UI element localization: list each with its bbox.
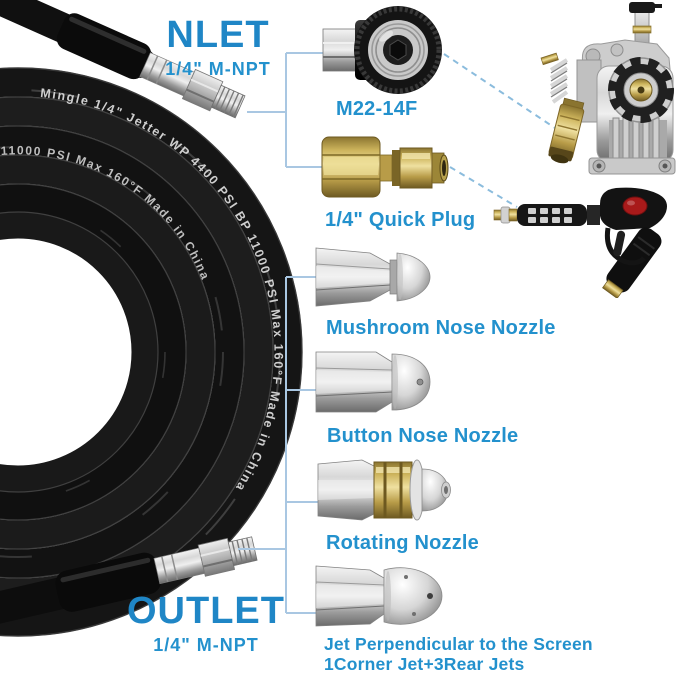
mushroom-nozzle-image bbox=[315, 247, 431, 307]
hose-inlet-end bbox=[0, 0, 246, 119]
fitting-label-button: Button Nose Nozzle bbox=[327, 425, 519, 447]
fitting-label-quick-plug: 1/4" Quick Plug bbox=[325, 209, 476, 231]
m22-to-pump-dashed-line bbox=[443, 53, 559, 131]
hose-outlet-end bbox=[0, 536, 258, 627]
inlet-callout-bracket bbox=[247, 52, 330, 168]
fitting-label-jet: Jet Perpendicular to the Screen 1Corner … bbox=[324, 634, 624, 674]
rotating-nozzle-image bbox=[317, 459, 451, 521]
outlet-spec: 1/4" M-NPT bbox=[153, 635, 259, 655]
gun-red-button bbox=[622, 196, 648, 216]
outlet-label: OUTLET 1/4" M-NPT bbox=[120, 592, 292, 656]
pressure-washer-pump-image bbox=[540, 2, 676, 175]
m22-coupler-image bbox=[322, 6, 442, 94]
outlet-title: OUTLET bbox=[127, 590, 285, 632]
inlet-spec: 1/4" M-NPT bbox=[165, 59, 271, 79]
button-nozzle-image bbox=[315, 351, 431, 413]
jet-label-line1: Jet Perpendicular to the Screen bbox=[324, 634, 593, 654]
inlet-title: NLET bbox=[166, 14, 270, 56]
pressure-washer-gun-image bbox=[493, 187, 667, 298]
jet-label-line2: 1Corner Jet+3Rear Jets bbox=[324, 654, 525, 674]
quick-plug-image bbox=[321, 136, 449, 198]
fitting-label-rotating: Rotating Nozzle bbox=[326, 532, 479, 554]
plug-to-gun-dashed-line bbox=[449, 166, 518, 208]
fitting-label-m22: M22-14F bbox=[336, 98, 418, 120]
fitting-label-mushroom: Mushroom Nose Nozzle bbox=[326, 317, 556, 339]
outlet-callout-bracket bbox=[238, 276, 319, 614]
inlet-label: NLET 1/4" M-NPT bbox=[138, 16, 298, 80]
jet-nozzle-image bbox=[315, 565, 443, 627]
